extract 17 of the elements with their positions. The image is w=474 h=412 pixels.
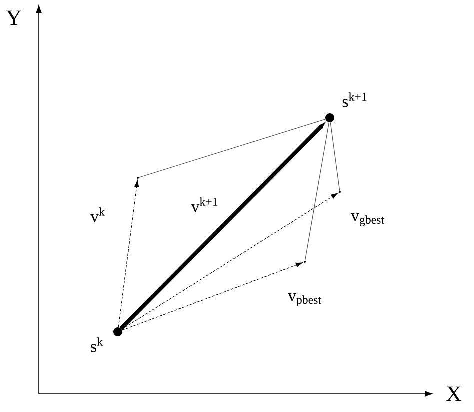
point-dot [114,328,122,336]
point-label: s$^{k}$ [91,338,104,352]
guide-line [304,122,330,262]
axis-label: X [446,386,462,402]
guide-line [330,122,340,192]
vector-arrow [122,262,303,331]
axis-label: Y [6,10,22,26]
edge-label: v$_{pbest}$ [288,294,322,306]
vector-arrow [120,123,325,330]
point-label: s$^{k+1}$ [342,92,367,108]
edge-label: v$^{k}$ [90,208,105,222]
vector-arrow [122,193,338,330]
point-dot [326,114,334,122]
vector-arrow [118,180,140,328]
edge-label: v$_{gbest}$ [351,214,384,226]
guide-line [138,119,326,178]
edge-label: v$^{k+1}$ [191,198,218,212]
